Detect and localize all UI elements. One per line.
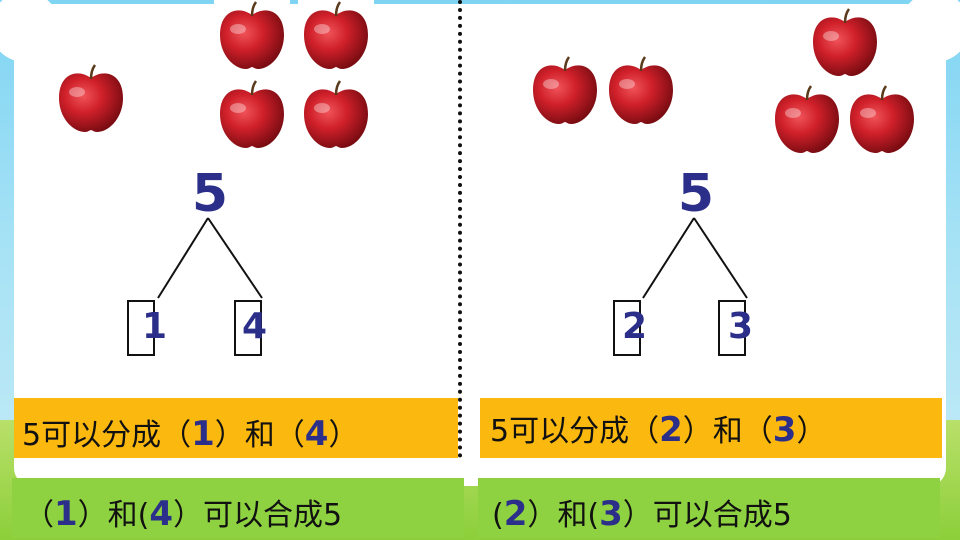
- pillow-corner-tr: [900, 0, 960, 62]
- apple-icon: [300, 80, 372, 150]
- apple-icon: [300, 1, 372, 71]
- apple-icon: [216, 80, 288, 150]
- right-compose-a: 2: [503, 494, 528, 534]
- right-decompose-sentence: 5可以分成（2）和（3）: [490, 406, 826, 450]
- left-decompose-prefix: 5可以分成（: [22, 418, 192, 453]
- left-decompose-middle: ）和（: [214, 418, 305, 453]
- left-decompose-bar: [14, 398, 458, 458]
- apple-icon: [605, 56, 677, 126]
- right-part-a-number: 2: [622, 306, 648, 347]
- center-divider: [458, 0, 462, 458]
- left-total-number: 5: [191, 164, 229, 224]
- right-decompose-middle: ）和（: [682, 414, 773, 449]
- apple-icon: [55, 64, 127, 134]
- apple-icon: [846, 85, 918, 155]
- left-part-b-box: [234, 300, 262, 356]
- apple-icon: [216, 1, 288, 71]
- left-compose-bar: [12, 478, 464, 538]
- right-decompose-a: 2: [659, 410, 683, 450]
- right-decompose-bar: [480, 398, 942, 458]
- right-compose-open: (: [492, 498, 504, 533]
- right-compose-sentence: (2）和(3）可以合成5: [492, 490, 792, 534]
- right-compose-b: 3: [599, 494, 623, 534]
- left-decompose-a: 1: [191, 414, 215, 454]
- left-compose-close: ）和(: [77, 498, 150, 533]
- right-compose-suffix: ）可以合成5: [622, 498, 792, 533]
- right-part-b-box: [718, 300, 746, 356]
- left-part-a-number: 1: [142, 306, 168, 347]
- right-total-number: 5: [677, 164, 715, 224]
- right-compose-bar: [478, 478, 940, 538]
- left-decompose-suffix: ）: [328, 418, 359, 453]
- left-part-b-number: 4: [242, 306, 268, 347]
- right-part-b-number: 3: [728, 306, 754, 347]
- right-decompose-prefix: 5可以分成（: [490, 414, 660, 449]
- left-part-a-box: [127, 300, 155, 356]
- left-decompose-b: 4: [304, 414, 329, 454]
- right-part-a-box: [613, 300, 641, 356]
- left-compose-sentence: （1）和(4）可以合成5: [24, 490, 342, 534]
- left-compose-open: （: [24, 498, 54, 533]
- right-compose-close: ）和(: [527, 498, 600, 533]
- left-decompose-sentence: 5可以分成（1）和（4）: [22, 410, 358, 454]
- left-compose-a: 1: [54, 494, 78, 534]
- left-compose-suffix: ）可以合成5: [173, 498, 343, 533]
- right-decompose-b: 3: [772, 410, 797, 450]
- apple-icon: [771, 85, 843, 155]
- right-decompose-suffix: ）: [796, 414, 827, 449]
- apple-icon: [529, 56, 601, 126]
- left-compose-b: 4: [149, 494, 174, 534]
- apple-icon: [809, 8, 881, 78]
